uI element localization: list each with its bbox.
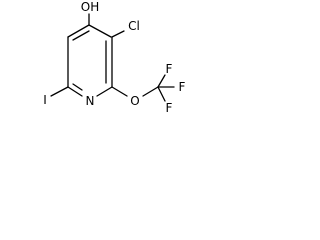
chemical-structure-diagram: OH Cl I N O F F F xyxy=(43,0,186,115)
bond-c4-c3 xyxy=(88,24,112,38)
atom-label-oh: OH xyxy=(81,0,99,14)
bond-n1-c6 xyxy=(67,86,83,97)
bond-c3-cl xyxy=(111,30,125,38)
atom-label-n: N xyxy=(86,94,95,108)
atom-label-i: I xyxy=(43,93,47,107)
bond-c5-c4-inner xyxy=(72,30,90,41)
atom-label-f-top: F xyxy=(166,62,173,76)
bond-c6-i xyxy=(50,86,69,97)
bond-c2-o xyxy=(111,86,128,97)
atom-label-f-right: F xyxy=(179,80,186,94)
bond-o-cf3 xyxy=(142,86,159,97)
atom-label-o: O xyxy=(130,94,139,108)
bond-c-f-bottom xyxy=(157,86,166,102)
atom-label-cl: Cl xyxy=(128,19,140,33)
atom-label-f-bottom: F xyxy=(166,101,173,115)
bond-c-f-top xyxy=(157,74,166,88)
bond-c5-c4 xyxy=(67,24,90,38)
bond-c2-n1 xyxy=(96,86,113,97)
bond-n1-c6-inner xyxy=(72,83,83,91)
